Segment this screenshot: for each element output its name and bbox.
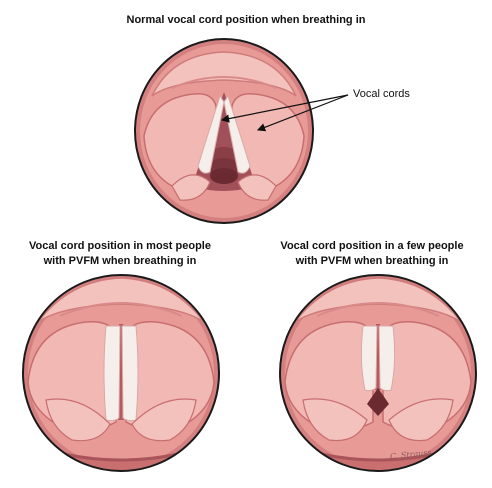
title-few-pvfm: Vocal cord position in a few people with… <box>252 239 492 269</box>
larynx-illustration-normal <box>134 38 314 224</box>
title-few-pvfm-line1: Vocal cord position in a few people <box>280 240 464 252</box>
title-most-pvfm: Vocal cord position in most people with … <box>0 239 240 269</box>
title-most-pvfm-line2: with PVFM when breathing in <box>43 255 197 267</box>
larynx-illustration-most-pvfm <box>22 274 220 472</box>
larynx-illustration-few-pvfm <box>279 274 477 472</box>
vocal-cords-label: Vocal cords <box>353 88 410 100</box>
title-few-pvfm-line2: with PVFM when breathing in <box>295 255 449 267</box>
title-most-pvfm-line1: Vocal cord position in most people <box>29 240 211 252</box>
title-normal-breathing: Normal vocal cord position when breathin… <box>126 14 366 26</box>
